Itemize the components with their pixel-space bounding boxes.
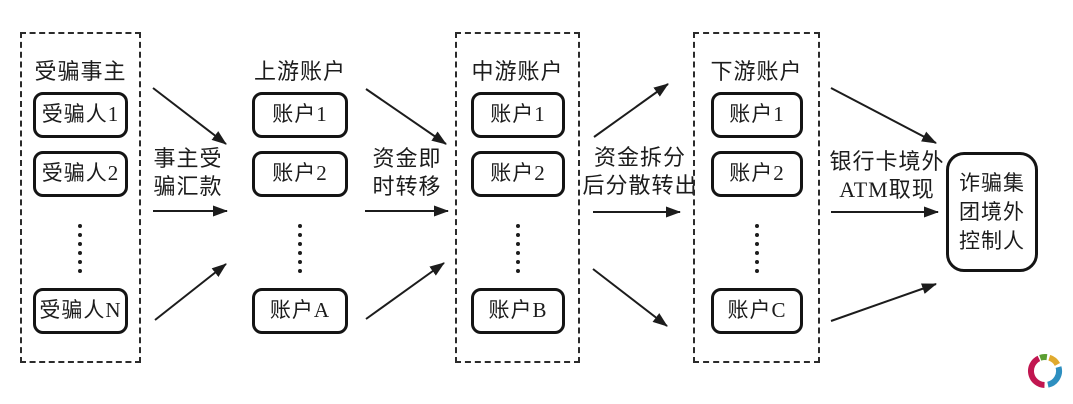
midstream-account-b: 账户B [471,288,565,334]
upstream-account-2: 账户2 [252,151,348,197]
victim-node-1: 受骗人1 [33,92,128,138]
fraud-ring-controller-node: 诈骗集 团境外 控制人 [946,152,1038,272]
flow-label-instant-transfer: 资金即 时转移 [349,145,465,201]
flow-label-line: 资金拆分 [593,145,686,170]
arrow [593,83,669,138]
victims-group-border [20,32,141,363]
flow-label-overseas-atm-withdrawal: 银行卡境外 ATM取现 [820,148,954,204]
arrows-downstream-to-controller [830,87,939,322]
flow-label-line: 事主受 [153,146,223,171]
victim-node-2: 受骗人2 [33,151,128,197]
ring-segments-logo-icon [1028,353,1063,388]
flow-label-line: 骗汇款 [153,174,223,199]
flow-label-split-disperse: 资金拆分 后分散转出 [573,144,707,200]
victims-column-title: 受骗事主 [34,59,127,84]
downstream-account-2: 账户2 [711,151,803,197]
flow-label-line: 时转移 [372,174,442,199]
upstream-ellipsis [298,224,302,273]
midstream-account-1: 账户1 [471,92,565,138]
flow-label-line: 银行卡境外 [829,149,945,174]
midstream-group-border [455,32,580,363]
arrow [154,263,227,321]
upstream-account-a: 账户A [252,288,348,334]
downstream-group-border [693,32,820,363]
logo-yellow-arc [1048,354,1061,367]
flow-label-line: 资金即 [372,146,442,171]
midstream-ellipsis [516,224,520,273]
logo-blue-arc [1047,366,1063,388]
controller-line: 诈骗集 [959,170,1025,195]
controller-line: 团境外 [959,199,1025,224]
arrow [830,87,937,144]
victims-ellipsis [78,224,82,273]
arrow [365,262,445,320]
downstream-column-title: 下游账户 [710,59,803,84]
midstream-account-2: 账户2 [471,151,565,197]
upstream-account-1: 账户1 [252,92,348,138]
upstream-column-title: 上游账户 [253,59,346,84]
arrows-midstream-to-downstream [592,83,681,327]
flow-label-line: 后分散转出 [582,173,698,198]
victim-node-n: 受骗人N [33,288,128,334]
arrows-upstream-to-midstream [365,88,449,320]
logo-green-arc [1039,353,1048,361]
flow-label-line: ATM取现 [839,177,935,202]
downstream-ellipsis [755,224,759,273]
arrow [152,87,227,145]
logo-crimson-arc [1028,355,1045,388]
flow-label-victim-remittance: 事主受 骗汇款 [130,145,246,201]
arrows-victims-to-upstream [152,87,228,321]
controller-line: 控制人 [959,228,1025,253]
arrow [592,268,668,327]
midstream-column-title: 中游账户 [471,59,564,84]
downstream-account-1: 账户1 [711,92,803,138]
arrow [365,88,447,145]
arrow [830,283,937,322]
downstream-account-c: 账户C [711,288,803,334]
